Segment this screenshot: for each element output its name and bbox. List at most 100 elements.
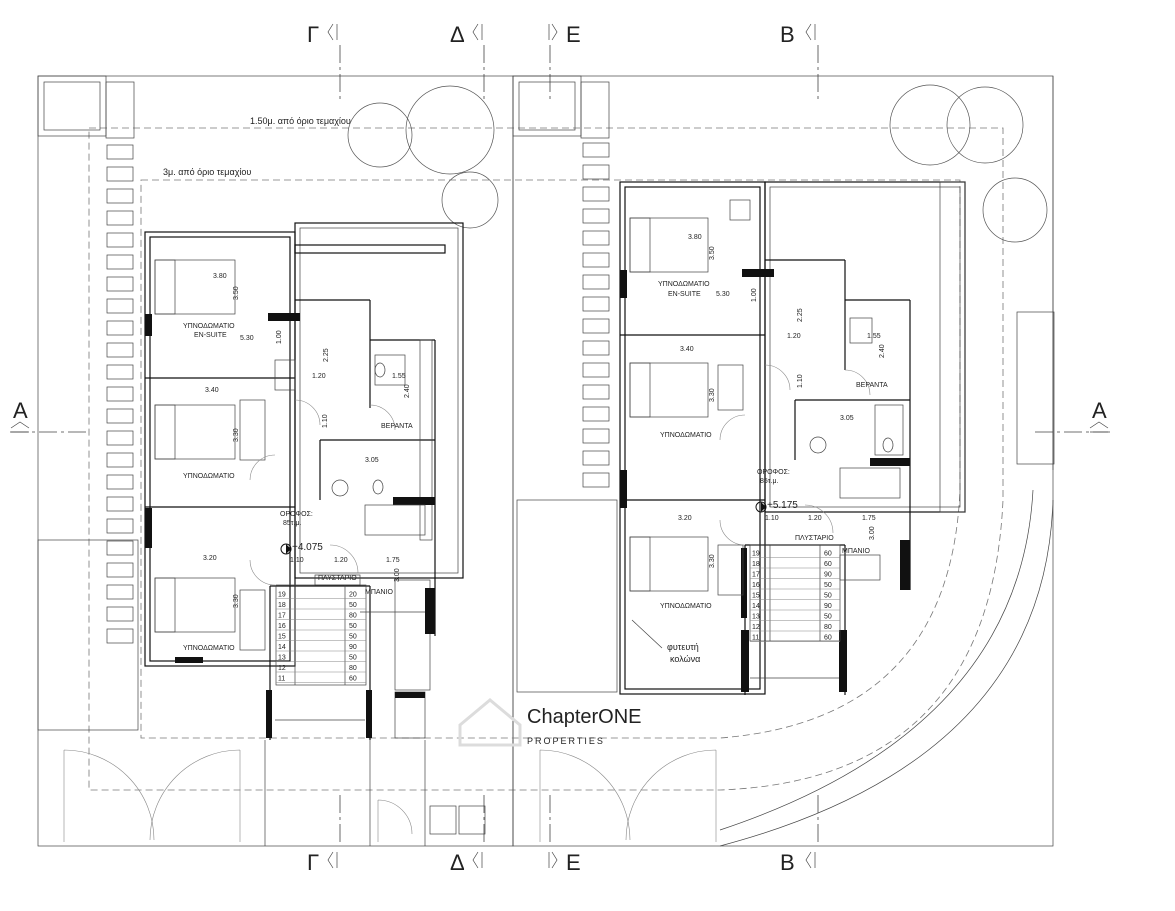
stair-step-number: 50 — [349, 655, 357, 662]
svg-text:3.00: 3.00 — [394, 568, 401, 582]
paver — [106, 562, 134, 578]
section-mark-beta-top: Β — [780, 22, 795, 47]
svg-text:3.30: 3.30 — [709, 388, 716, 402]
paver — [106, 188, 134, 204]
svg-text:3.05: 3.05 — [840, 415, 854, 422]
stair-step-number: 60 — [824, 635, 832, 642]
paver — [582, 252, 610, 268]
stair-step-number: 60 — [824, 561, 832, 568]
site-boundary — [37, 75, 1055, 847]
section-marks-top: Γ Δ Ε Β — [307, 22, 816, 47]
stair-step-number: 12 — [278, 665, 286, 672]
paver — [106, 364, 134, 380]
paver — [106, 496, 134, 512]
stair-step-number: 14 — [278, 644, 286, 651]
paver — [106, 166, 134, 182]
section-mark-alpha-left: Α — [13, 398, 28, 423]
svg-text:3.30: 3.30 — [233, 594, 240, 608]
svg-text:3.50: 3.50 — [233, 286, 240, 300]
watermark: ChapterONE PROPERTIES — [458, 698, 642, 747]
section-marks-bottom: Γ Δ Ε Β — [307, 850, 816, 875]
right-veranda-label: ΒΕΡΑΝΤΑ — [856, 382, 888, 389]
paver — [106, 430, 134, 446]
paver — [582, 472, 610, 488]
right-level-label: +5.175 — [767, 500, 798, 511]
paver — [106, 408, 134, 424]
svg-text:1.10: 1.10 — [765, 515, 779, 522]
stair-step-number: 18 — [278, 602, 286, 609]
svg-text:3.40: 3.40 — [680, 346, 694, 353]
right-laundry-label: ΠΛΥΣΤΑΡΙΟ — [795, 535, 834, 542]
right-floor-area: 85τ.μ. — [760, 478, 779, 485]
paver — [106, 320, 134, 336]
paver — [106, 628, 134, 644]
stair-step-number: 50 — [824, 582, 832, 589]
paver — [582, 230, 610, 246]
section-mark-epsilon-bottom: Ε — [566, 850, 581, 875]
paver — [106, 540, 134, 556]
left-veranda-label: ΒΕΡΑΝΤΑ — [381, 423, 413, 430]
stair-step-number: 13 — [278, 655, 286, 662]
stair-step-number: 17 — [752, 572, 760, 579]
planted-column-label-1: φυτευτή — [667, 642, 699, 652]
section-mark-alpha-right: Α — [1092, 398, 1107, 423]
left-bedroom-ensuite-label: ΥΠΝΟΔΩΜΑΤΙΟ — [183, 323, 235, 330]
svg-text:2.40: 2.40 — [404, 384, 411, 398]
left-floor-area: 85τ.μ. — [283, 520, 302, 527]
stair-step-number: 17 — [278, 613, 286, 620]
svg-text:2.25: 2.25 — [797, 308, 804, 322]
paver — [106, 254, 134, 270]
right-floor-label: ΟΡΟΦΟΣ: — [757, 469, 790, 476]
section-marks-side: Α Α — [10, 398, 1109, 433]
garden-box-left — [37, 539, 139, 731]
paver — [582, 428, 610, 444]
svg-text:1.20: 1.20 — [787, 333, 801, 340]
svg-text:2.40: 2.40 — [879, 344, 886, 358]
paver — [582, 142, 610, 158]
paver — [582, 362, 610, 378]
svg-text:1.20: 1.20 — [334, 557, 348, 564]
svg-text:3.50: 3.50 — [709, 246, 716, 260]
paver — [582, 340, 610, 356]
left-bedroom-2-label: ΥΠΝΟΔΩΜΑΤΙΟ — [183, 473, 235, 480]
svg-text:3.30: 3.30 — [233, 428, 240, 442]
svg-text:5.30: 5.30 — [240, 335, 254, 342]
svg-text:1.55: 1.55 — [867, 333, 881, 340]
section-mark-epsilon-top: Ε — [566, 22, 581, 47]
stair-step-number: 18 — [752, 561, 760, 568]
left-floor-label: ΟΡΟΦΟΣ: — [280, 511, 313, 518]
garden-box-right — [516, 499, 618, 693]
paver — [582, 274, 610, 290]
section-mark-beta-bottom: Β — [780, 850, 795, 875]
stair-step-number: 20 — [349, 592, 357, 599]
stair-step-number: 90 — [349, 644, 357, 651]
paver — [106, 606, 134, 622]
svg-text:3.00: 3.00 — [869, 526, 876, 540]
stair-step-number: 15 — [752, 593, 760, 600]
paver — [582, 384, 610, 400]
paver — [106, 518, 134, 534]
svg-text:1.10: 1.10 — [322, 414, 329, 428]
left-bedroom-3-label: ΥΠΝΟΔΩΜΑΤΙΟ — [183, 645, 235, 652]
svg-text:1.75: 1.75 — [862, 515, 876, 522]
paver — [106, 210, 134, 226]
stair-step-number: 11 — [278, 676, 285, 683]
stair-step-number: 14 — [752, 603, 760, 610]
right-ensuite-suffix-label: EN-SUITE — [668, 291, 701, 298]
svg-text:1.20: 1.20 — [808, 515, 822, 522]
stair-step-number: 50 — [824, 614, 832, 621]
svg-text:5.30: 5.30 — [716, 291, 730, 298]
watermark-brand: ChapterONE — [527, 706, 642, 728]
paver — [582, 164, 610, 180]
section-mark-delta-bottom: Δ — [450, 850, 465, 875]
paver — [106, 144, 134, 160]
svg-text:1.20: 1.20 — [312, 373, 326, 380]
unit-left-labels: ΥΠΝΟΔΩΜΑΤΙΟ EN-SUITE ΥΠΝΟΔΩΜΑΤΙΟ ΥΠΝΟΔΩΜ… — [183, 273, 413, 652]
stair-step-number: 13 — [752, 614, 760, 621]
paver — [582, 208, 610, 224]
stair-step-number: 50 — [349, 623, 357, 630]
svg-text:1.10: 1.10 — [797, 374, 804, 388]
stair-step-number: 16 — [752, 582, 760, 589]
